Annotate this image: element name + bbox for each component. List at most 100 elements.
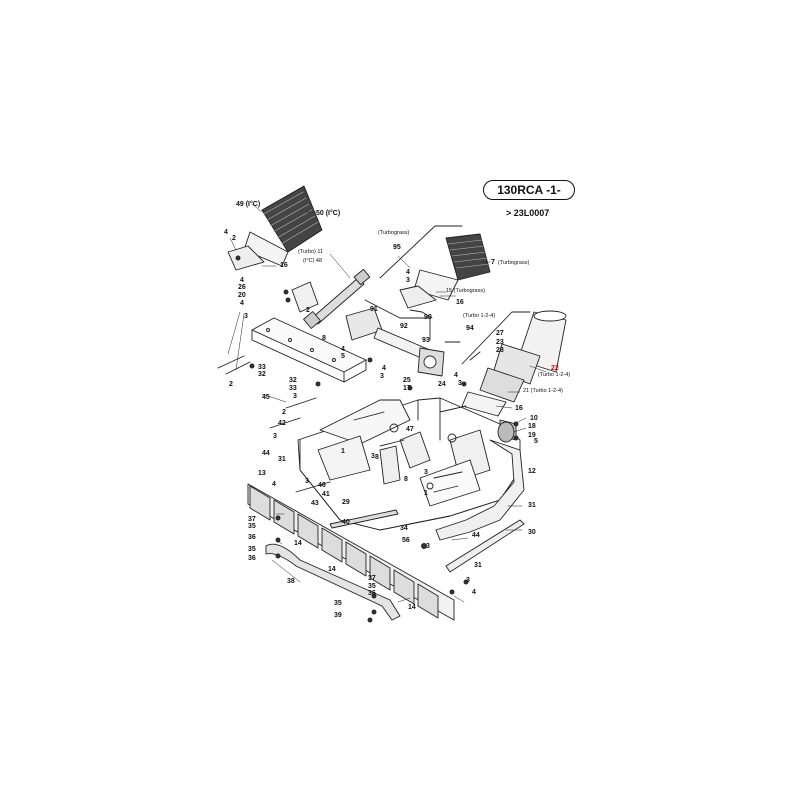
callout-35-c: 35 [368,583,376,590]
callout-4-c: 4 [454,372,458,379]
callout-32-b: 32 [289,377,297,384]
gearbox-part [345,307,445,377]
callout-36: 36 [248,534,256,541]
callout-26: 26 [238,284,246,291]
callout-8-a: 8 [322,335,326,342]
callout-4-g: 4 [382,365,386,372]
callout-3-i: 3 [305,478,309,485]
callout-29: 29 [342,499,350,506]
callout-2-c: 2 [229,381,233,388]
callout-35-b: 35 [248,546,256,553]
callout-40: 40 [342,519,350,526]
callout-38: 38 [287,578,295,585]
callout-16-c: 16 [515,405,523,412]
callout-91: 91 [370,306,378,313]
callout-34: 34 [400,525,408,532]
callout-43: 43 [311,500,319,507]
callout-3-g: 3 [273,433,277,440]
callout-17: 17 [403,385,411,392]
front-flaps-part [247,483,455,621]
callout-15: 15 (Turbograss) [446,288,485,294]
callout-24: 24 [438,381,446,388]
callout-39: 39 [334,612,342,619]
callout-25: 25 [403,377,411,384]
driveshaft-part [303,268,371,329]
callout-3-e: 3 [380,373,384,380]
callout-22: 22 [551,365,559,372]
callout-4-h: 4 [272,481,276,488]
callout-14: 14 [294,540,302,547]
callout-36-b: 36 [248,555,256,562]
callout-3-b: 3 [406,277,410,284]
callout-18: 18 [528,423,536,430]
leader-lines [227,203,547,603]
callout-ic-48: (I°C) 48 [303,258,323,264]
chute-turbograss-part [399,233,491,309]
callout-4-f: 4 [341,346,345,353]
callout-50: 50 (I°C) [316,210,341,217]
callout-45: 45 [262,394,270,401]
turbograss-group-bracket [379,225,463,319]
fasteners [217,289,519,623]
strip-40-part [329,509,399,529]
callout-2-d: 2 [282,409,286,416]
callout-90: 90 [424,314,432,321]
callout-4: 4 [224,229,228,236]
callout-8-c: 8 [375,454,379,461]
callout-5-b: 5 [534,438,538,445]
callout-4-e: 4 [240,300,244,307]
serial-number: > 23L0007 [506,208,550,218]
callout-44-b: 44 [472,532,480,539]
callout-turbo-11: (Turbo) 11 [298,249,324,255]
callout-92: 92 [400,323,408,330]
callout-22-turbo124: (Turbo 1-2-4) [538,372,571,378]
callout-35-d: 35 [334,600,342,607]
callout-44: 44 [262,450,270,457]
callout-46: 46 [318,482,326,489]
callout-7-turbograss: (Turbograss) [498,260,530,266]
callout-10: 10 [530,415,538,422]
callout-28: 28 [496,347,504,354]
callout-12: 12 [528,468,536,475]
callout-33-b: 33 [289,385,297,392]
callout-4-d: 4 [240,277,244,284]
callout-36-c: 36 [368,590,376,597]
front-beam-part [251,317,367,383]
callout-23: 23 [496,339,504,346]
chute-turbo124-part [461,310,567,417]
callout-37: 37 [248,516,256,523]
callout-33: 33 [258,364,266,371]
callout-27: 27 [496,330,504,337]
callout-95: 95 [393,244,401,251]
roller-part [497,421,515,443]
callout-42: 42 [278,420,286,427]
callout-3-l: 3 [466,577,470,584]
callout-3-f: 3 [293,393,297,400]
callout-31: 31 [278,456,286,463]
callout-32: 32 [258,371,266,378]
callout-3-k: 3 [426,543,430,550]
callout-31-c: 31 [474,562,482,569]
callout-31-b: 31 [528,502,536,509]
callout-16-b: 16 [456,299,464,306]
callout-14-c: 14 [408,604,416,611]
callout-14-b: 14 [328,566,336,573]
callout-4-b: 4 [406,269,410,276]
callout-1: 1 [341,448,345,455]
mower-deck-frame [297,397,521,531]
driveshaft-group-bracket [364,299,431,341]
callout-8-b: 8 [404,476,408,483]
callout-21: 21 (Turbo 1-2-4) [523,388,563,394]
callout-93: 93 [422,337,430,344]
callout-4-i: 4 [472,589,476,596]
bracket-8-part [291,281,319,313]
callout-94: 94 [466,325,474,332]
callout-30: 30 [528,529,536,536]
callout-41: 41 [322,491,330,498]
callout-20: 20 [238,292,246,299]
callout-19: 19 [528,432,536,439]
callout-16: 16 [280,262,288,269]
callout-49: 49 (I°C) [236,201,261,208]
callout-3-c: 3 [458,380,462,387]
